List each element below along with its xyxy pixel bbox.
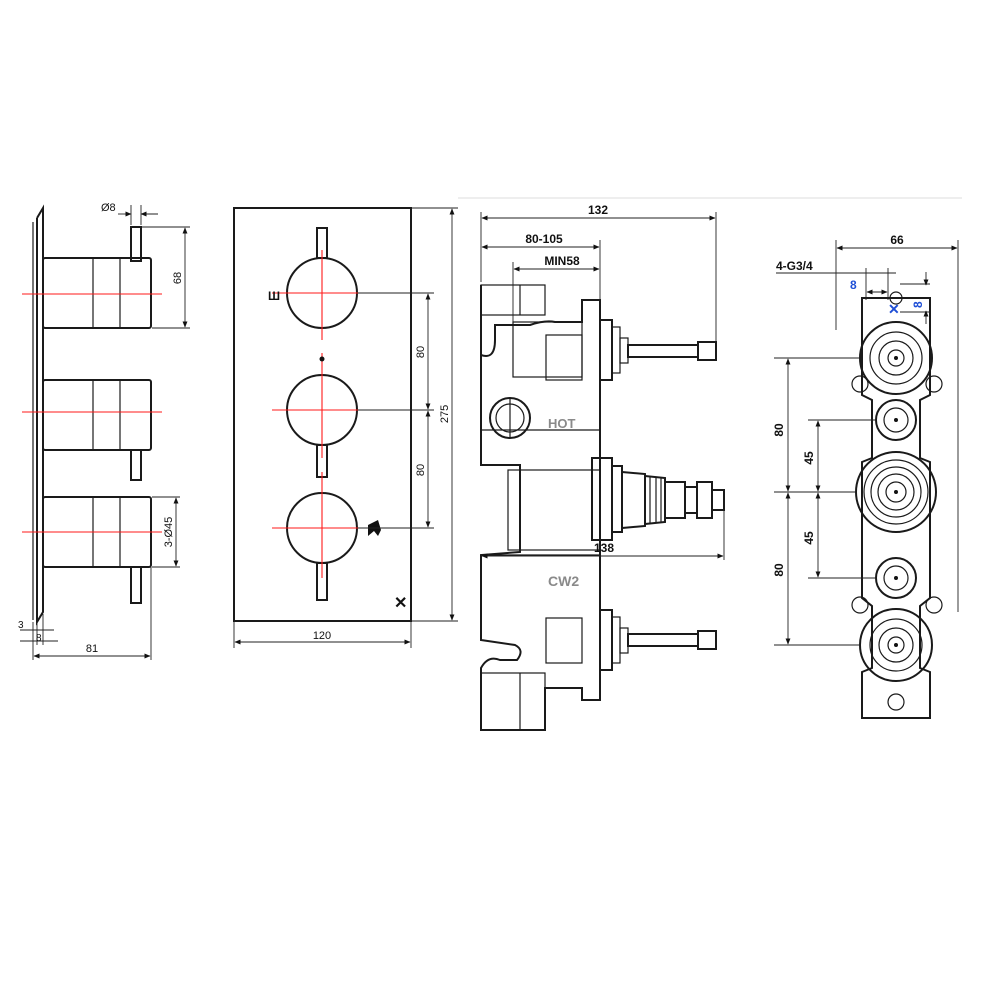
side-knob-top — [22, 226, 162, 329]
front-dims: 80 80 275 120 — [233, 207, 458, 648]
side-depth-label: 81 — [86, 643, 98, 655]
close-symbol-icon: ✕ — [394, 595, 407, 612]
port-upper-mid — [875, 399, 917, 441]
side-gap-label: 8 — [36, 633, 42, 644]
body-front-mid-lower-label: 45 — [802, 531, 816, 545]
cold-label: CW2 — [548, 573, 579, 589]
hot-label: HOT — [548, 416, 576, 431]
front-spacing-upper-label: 80 — [415, 346, 427, 358]
side-knob-bottom — [22, 496, 162, 604]
side-plate-label: 3 — [18, 620, 24, 631]
front-spacing-lower-label: 80 — [415, 464, 427, 476]
offset-x-label: 8 — [850, 278, 857, 292]
body-cartridge-label: 138 — [594, 541, 614, 555]
port-bottom — [859, 608, 933, 682]
side-height-label: 68 — [172, 272, 184, 284]
body-front-dims: 66 4-G3/4 8 8 ✕ 80 80 45 45 — [772, 233, 959, 646]
upper-spindle — [599, 319, 717, 381]
side-dims: Ø8 68 3-Ø45 3 8 81 — [18, 202, 190, 660]
body-total-label: 132 — [588, 203, 608, 217]
body-front-width-label: 66 — [890, 233, 904, 247]
side-view: Ø8 68 3-Ø45 3 8 81 — [18, 202, 190, 660]
front-knob-top: Ш — [268, 227, 372, 340]
body-side-view: HOT CW2 — [480, 203, 725, 731]
lower-spindle — [599, 609, 717, 671]
body-front-mid-upper-label: 45 — [802, 451, 816, 465]
offset-marker-icon: ✕ — [888, 301, 900, 317]
bath-symbol-icon: Ш — [268, 289, 280, 303]
body-range-label: 80-105 — [525, 232, 563, 246]
front-view: Ш ✕ 80 80 — [233, 207, 458, 648]
front-knob-bottom — [272, 472, 381, 601]
side-pin-diameter-label: Ø8 — [101, 202, 116, 214]
body-min-label: MIN58 — [544, 254, 580, 268]
offset-y-label: 8 — [911, 301, 925, 308]
front-height-label: 275 — [439, 405, 451, 423]
front-width-label: 120 — [313, 630, 331, 642]
front-knob-middle — [272, 353, 372, 478]
port-lower-mid — [875, 557, 917, 599]
thread-spec-label: 4-G3/4 — [776, 259, 813, 273]
side-knob-diameter-label: 3-Ø45 — [163, 517, 175, 548]
port-center — [855, 451, 937, 533]
body-front-upper-label: 80 — [772, 423, 786, 437]
body-front-lower-label: 80 — [772, 563, 786, 577]
port-top — [859, 321, 933, 395]
middle-cartridge — [591, 457, 725, 541]
body-side-dims: 132 80-105 MIN58 138 — [480, 203, 725, 560]
side-knob-middle — [22, 379, 162, 481]
body-front-view: 66 4-G3/4 8 8 ✕ 80 80 45 45 — [772, 233, 959, 719]
